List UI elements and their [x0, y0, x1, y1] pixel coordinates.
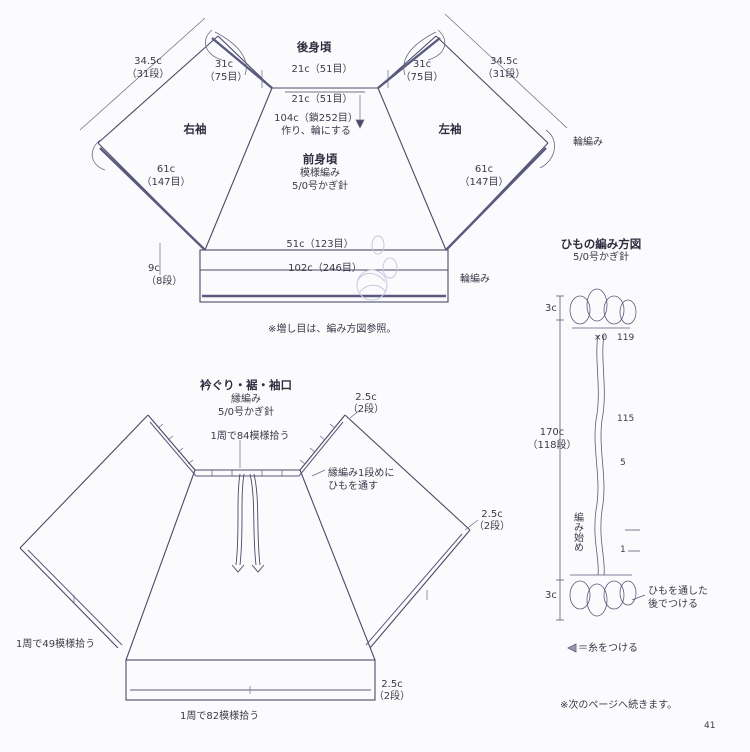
- cord-bottom-length: 3c: [545, 590, 557, 601]
- ring-edging-label-1: 輪編み: [573, 137, 603, 148]
- right-sleeve-rows: （31段）: [126, 69, 170, 80]
- hem-edging-rows: （2段）: [373, 691, 411, 702]
- right-sleeve-length: 34.5c: [134, 56, 162, 67]
- left-sleeve-bottom-sts: （147目）: [459, 177, 509, 188]
- front-width: 51c（123目）: [286, 239, 354, 250]
- increase-note: ※増し目は、編み方図参照。: [268, 324, 397, 335]
- attach-yarn-legend: ＝糸をつける: [578, 643, 638, 654]
- cord-through-note-2: ひもを通す: [328, 481, 378, 492]
- edging-hook: 5/0号かぎ針: [217, 407, 275, 418]
- cord-through-note-1: 縁編み1段めに: [328, 468, 395, 479]
- row-115: 115: [617, 414, 635, 424]
- start-point-label: 編み始め: [571, 512, 583, 552]
- cord-hook: 5/0号かぎ針: [572, 252, 630, 263]
- row-119: 119: [617, 333, 635, 343]
- cuff-pick-up: 1周で49模様拾う: [16, 639, 96, 650]
- row-1: 1: [620, 545, 626, 555]
- hem-width: 102c（246目）: [288, 263, 362, 274]
- chain-count: 104c（鎖252目）: [274, 113, 358, 124]
- left-sleeve-label: 左袖: [438, 122, 462, 136]
- attach-note-2: 後でつける: [648, 599, 698, 610]
- cord-x0: ×0: [594, 333, 608, 343]
- cuff-height: 2.5c: [481, 509, 503, 520]
- front-hook-label: 5/0号かぎ針: [291, 181, 349, 192]
- cord-top-length: 3c: [545, 303, 557, 314]
- right-sleeve-bottom: 61c: [156, 164, 176, 175]
- front-body-label: 前身頃: [302, 152, 338, 166]
- attach-note-1: ひもを通した: [648, 586, 708, 597]
- hem-edging-height: 2.5c: [381, 679, 403, 690]
- right-sleeve-top-sts: （75目）: [204, 72, 248, 83]
- left-sleeve-top-sts: （75目）: [400, 72, 444, 83]
- front-pattern-label: 模様編み: [300, 168, 340, 179]
- yarn-ball-icon: [356, 235, 398, 301]
- back-body-label: 後身頃: [296, 40, 332, 54]
- right-sleeve-top: 31c: [214, 59, 234, 70]
- cord-chart: [556, 288, 646, 653]
- back-top-width: 21c（51目）: [291, 64, 353, 75]
- bottom-body-outline: [19, 414, 471, 701]
- back-bottom-width: 21c（51目）: [291, 94, 353, 105]
- hem-pick-up: 1周で82模様拾う: [180, 711, 260, 722]
- collar-rows: （2段）: [347, 404, 385, 415]
- cord-chart-title: ひもの編み方図: [560, 237, 642, 251]
- make-ring-note: 作り、輪にする: [281, 126, 351, 137]
- ring-edging-label-2: 輪編み: [460, 274, 490, 285]
- cuff-rows: （2段）: [473, 521, 511, 532]
- cord-length: 170c: [539, 427, 565, 438]
- left-sleeve-length: 34.5c: [490, 56, 518, 67]
- left-sleeve-top: 31c: [412, 59, 432, 70]
- hem-rows: （8段）: [146, 276, 183, 287]
- cord-rows: （118段）: [527, 440, 577, 451]
- right-sleeve-bottom-sts: （147目）: [141, 177, 191, 188]
- right-sleeve-label: 右袖: [183, 122, 207, 136]
- left-sleeve-bottom: 61c: [474, 164, 494, 175]
- left-sleeve-rows: （31段）: [482, 69, 526, 80]
- row-5: 5: [620, 458, 626, 468]
- collar-pick-up: 1周で84模様拾う: [210, 431, 290, 442]
- continued-note: ※次のページへ続きます。: [560, 700, 678, 711]
- edging-title: 衿ぐり・裾・袖口: [200, 378, 292, 392]
- collar-height: 2.5c: [355, 392, 377, 403]
- edging-pattern: 縁編み: [231, 394, 261, 405]
- page-number: 41: [704, 721, 716, 731]
- hem-height: 9c: [148, 263, 160, 274]
